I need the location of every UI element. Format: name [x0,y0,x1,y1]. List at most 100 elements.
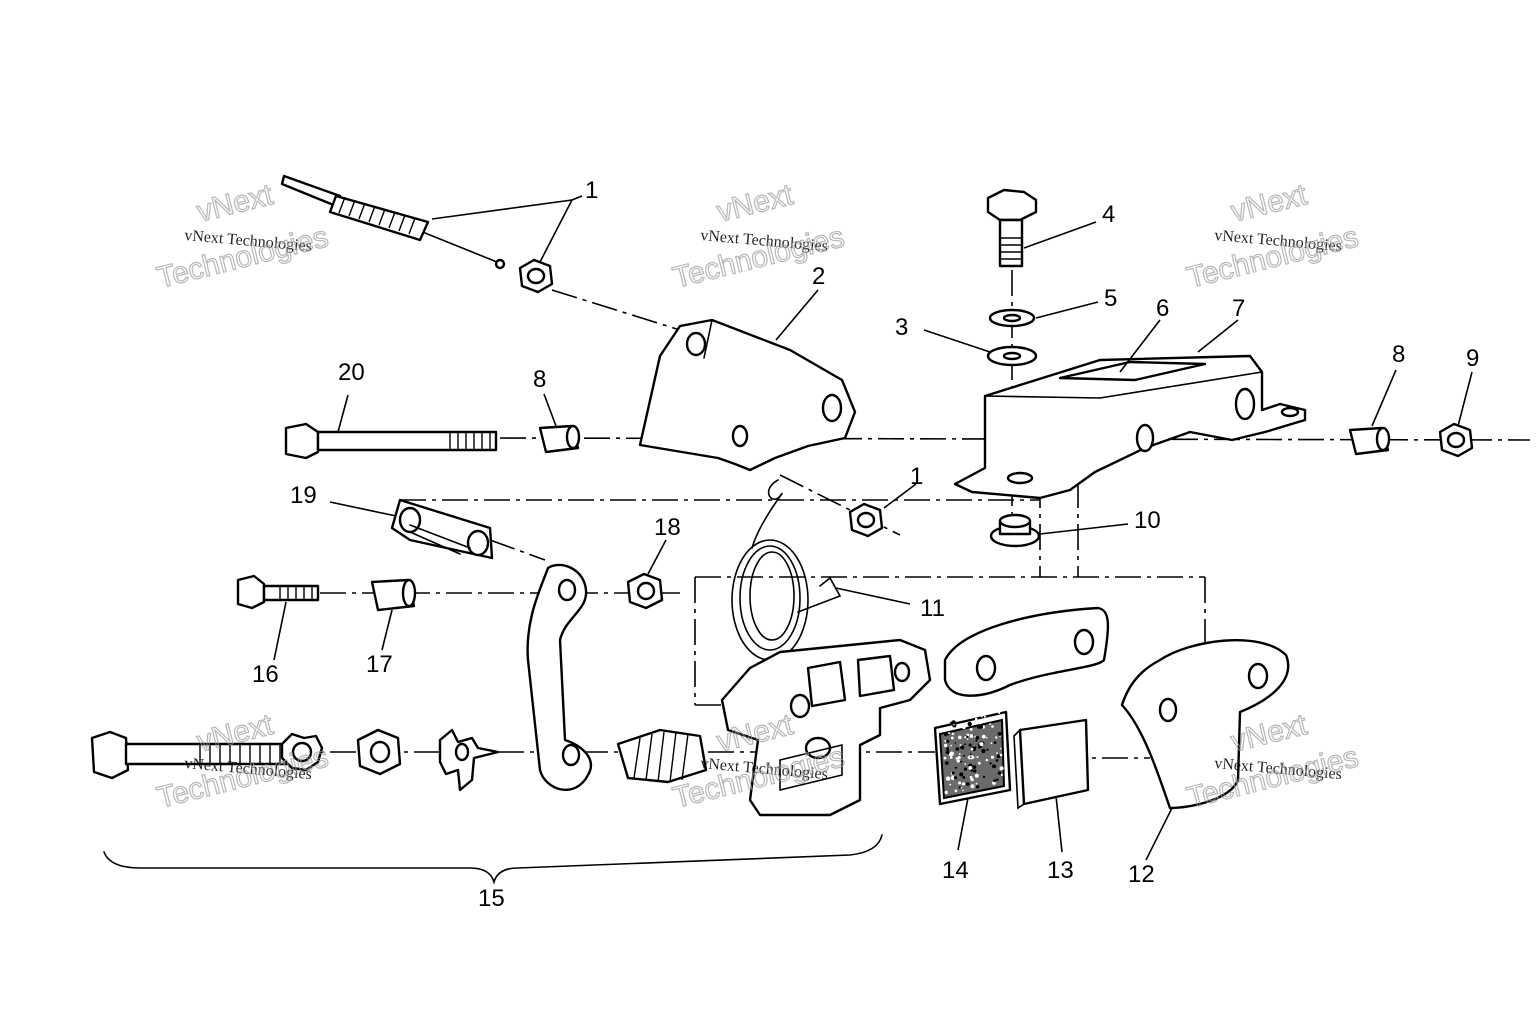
pad-speck [999,753,1003,757]
part-9-nut [1438,422,1474,458]
part-10-bushing [989,513,1041,548]
pad-speck [1000,773,1004,777]
part-8-spacer-right [1348,426,1391,456]
pad-speck [996,752,998,754]
part-15-adjuster-gear [616,728,708,784]
pad-speck [944,743,948,748]
pad-speck [951,732,955,736]
part-1-cable-assembly [280,174,506,270]
pad-speck [946,739,950,743]
pad-speck [968,766,973,770]
pad-speck [990,742,993,745]
callout-15: 15 [478,885,505,912]
pad-speck [999,747,1002,750]
caliper-body [720,638,932,817]
watermark-top-left: vNext vNext Technologies Technologies [153,177,332,295]
callout-labels: 1 1 2 3 4 5 6 7 8 8 9 10 11 12 13 14 15 … [252,177,1479,912]
pad-speck [981,734,986,739]
pad-speck [996,754,1001,759]
pad-speck [970,747,974,751]
pad-speck [969,755,974,760]
part-12-outer-bracket [1120,638,1290,810]
pad-speck [954,766,958,769]
pad-speck [969,727,973,731]
watermark-top-right: vNext vNext Technologies Technologies [1183,177,1362,295]
callout-16: 16 [252,661,279,688]
part-18-nut [626,572,664,610]
svg-text:vNext: vNext [194,178,277,229]
pad-speck [976,756,979,758]
pad-speck [961,782,966,786]
pad-speck [950,744,953,747]
pad-speck [964,736,967,739]
pad-speck [966,733,970,737]
pad-speck [972,765,977,770]
pad-speck [946,746,949,750]
pad-speck [964,743,966,746]
pad-speck [945,761,949,765]
callout-1-lower: 1 [910,463,923,490]
pad-speck [993,741,997,744]
pad-speck [997,771,1002,775]
part-3-washer [986,345,1038,367]
pad-speck [957,756,961,760]
pad-speck [978,724,984,729]
pad-speck [970,784,975,789]
pad-speck [997,711,1001,714]
callout-7: 7 [1232,295,1245,322]
callout-1-top: 1 [585,177,598,204]
part-4-bolt [986,188,1038,268]
pad-speck [970,769,973,772]
callout-6: 6 [1156,295,1169,322]
pad-speck [974,717,978,721]
part-5-lock-washer [988,308,1036,328]
pad-speck [975,785,980,789]
pad-speck [956,759,960,763]
part-19-clevis [390,498,494,560]
part-15-brace [103,834,883,885]
callout-13: 13 [1047,857,1074,884]
part-15-tab-washer [438,728,500,792]
pad-speck [958,786,961,789]
pad-speck [964,763,967,765]
pad-speck [975,739,978,742]
pad-speck [949,756,953,759]
friction-plate [943,606,1110,697]
callout-3: 3 [895,314,908,341]
callout-12: 12 [1128,861,1155,888]
part-1-nut-lower [848,502,884,538]
pad-speck [950,775,955,781]
pad-speck [955,747,960,751]
callout-19: 19 [290,482,317,509]
pad-speck [970,777,974,781]
pad-speck [999,766,1004,771]
pad-speck [960,745,965,750]
pad-speck [986,748,989,751]
pad-speck [955,757,958,760]
pad-speck [949,783,952,786]
pad-speck [965,782,970,786]
part-17-spacer [370,578,417,612]
part-7-main-bracket [953,354,1307,500]
pad-speck [997,731,1002,736]
pad-speck [991,725,994,728]
pad-speck [981,748,986,754]
pad-speck [943,756,947,760]
svg-text:vNext: vNext [1228,178,1311,229]
pad-speck [979,742,984,747]
pad-speck [969,734,974,738]
callout-10: 10 [1134,507,1161,534]
pad-speck [975,736,980,740]
pad-speck [962,725,966,730]
pad-speck [950,736,954,740]
pad-speck [949,752,953,757]
pad-speck [975,782,978,785]
pad-speck [973,769,977,773]
pad-speck [962,789,964,792]
callout-17: 17 [366,651,393,678]
pad-speck [996,778,999,781]
pad-speck [979,745,982,749]
part-20-long-bolt [284,422,498,460]
brake-pad-texture [943,711,1004,795]
part-15-star-washer [280,732,324,772]
